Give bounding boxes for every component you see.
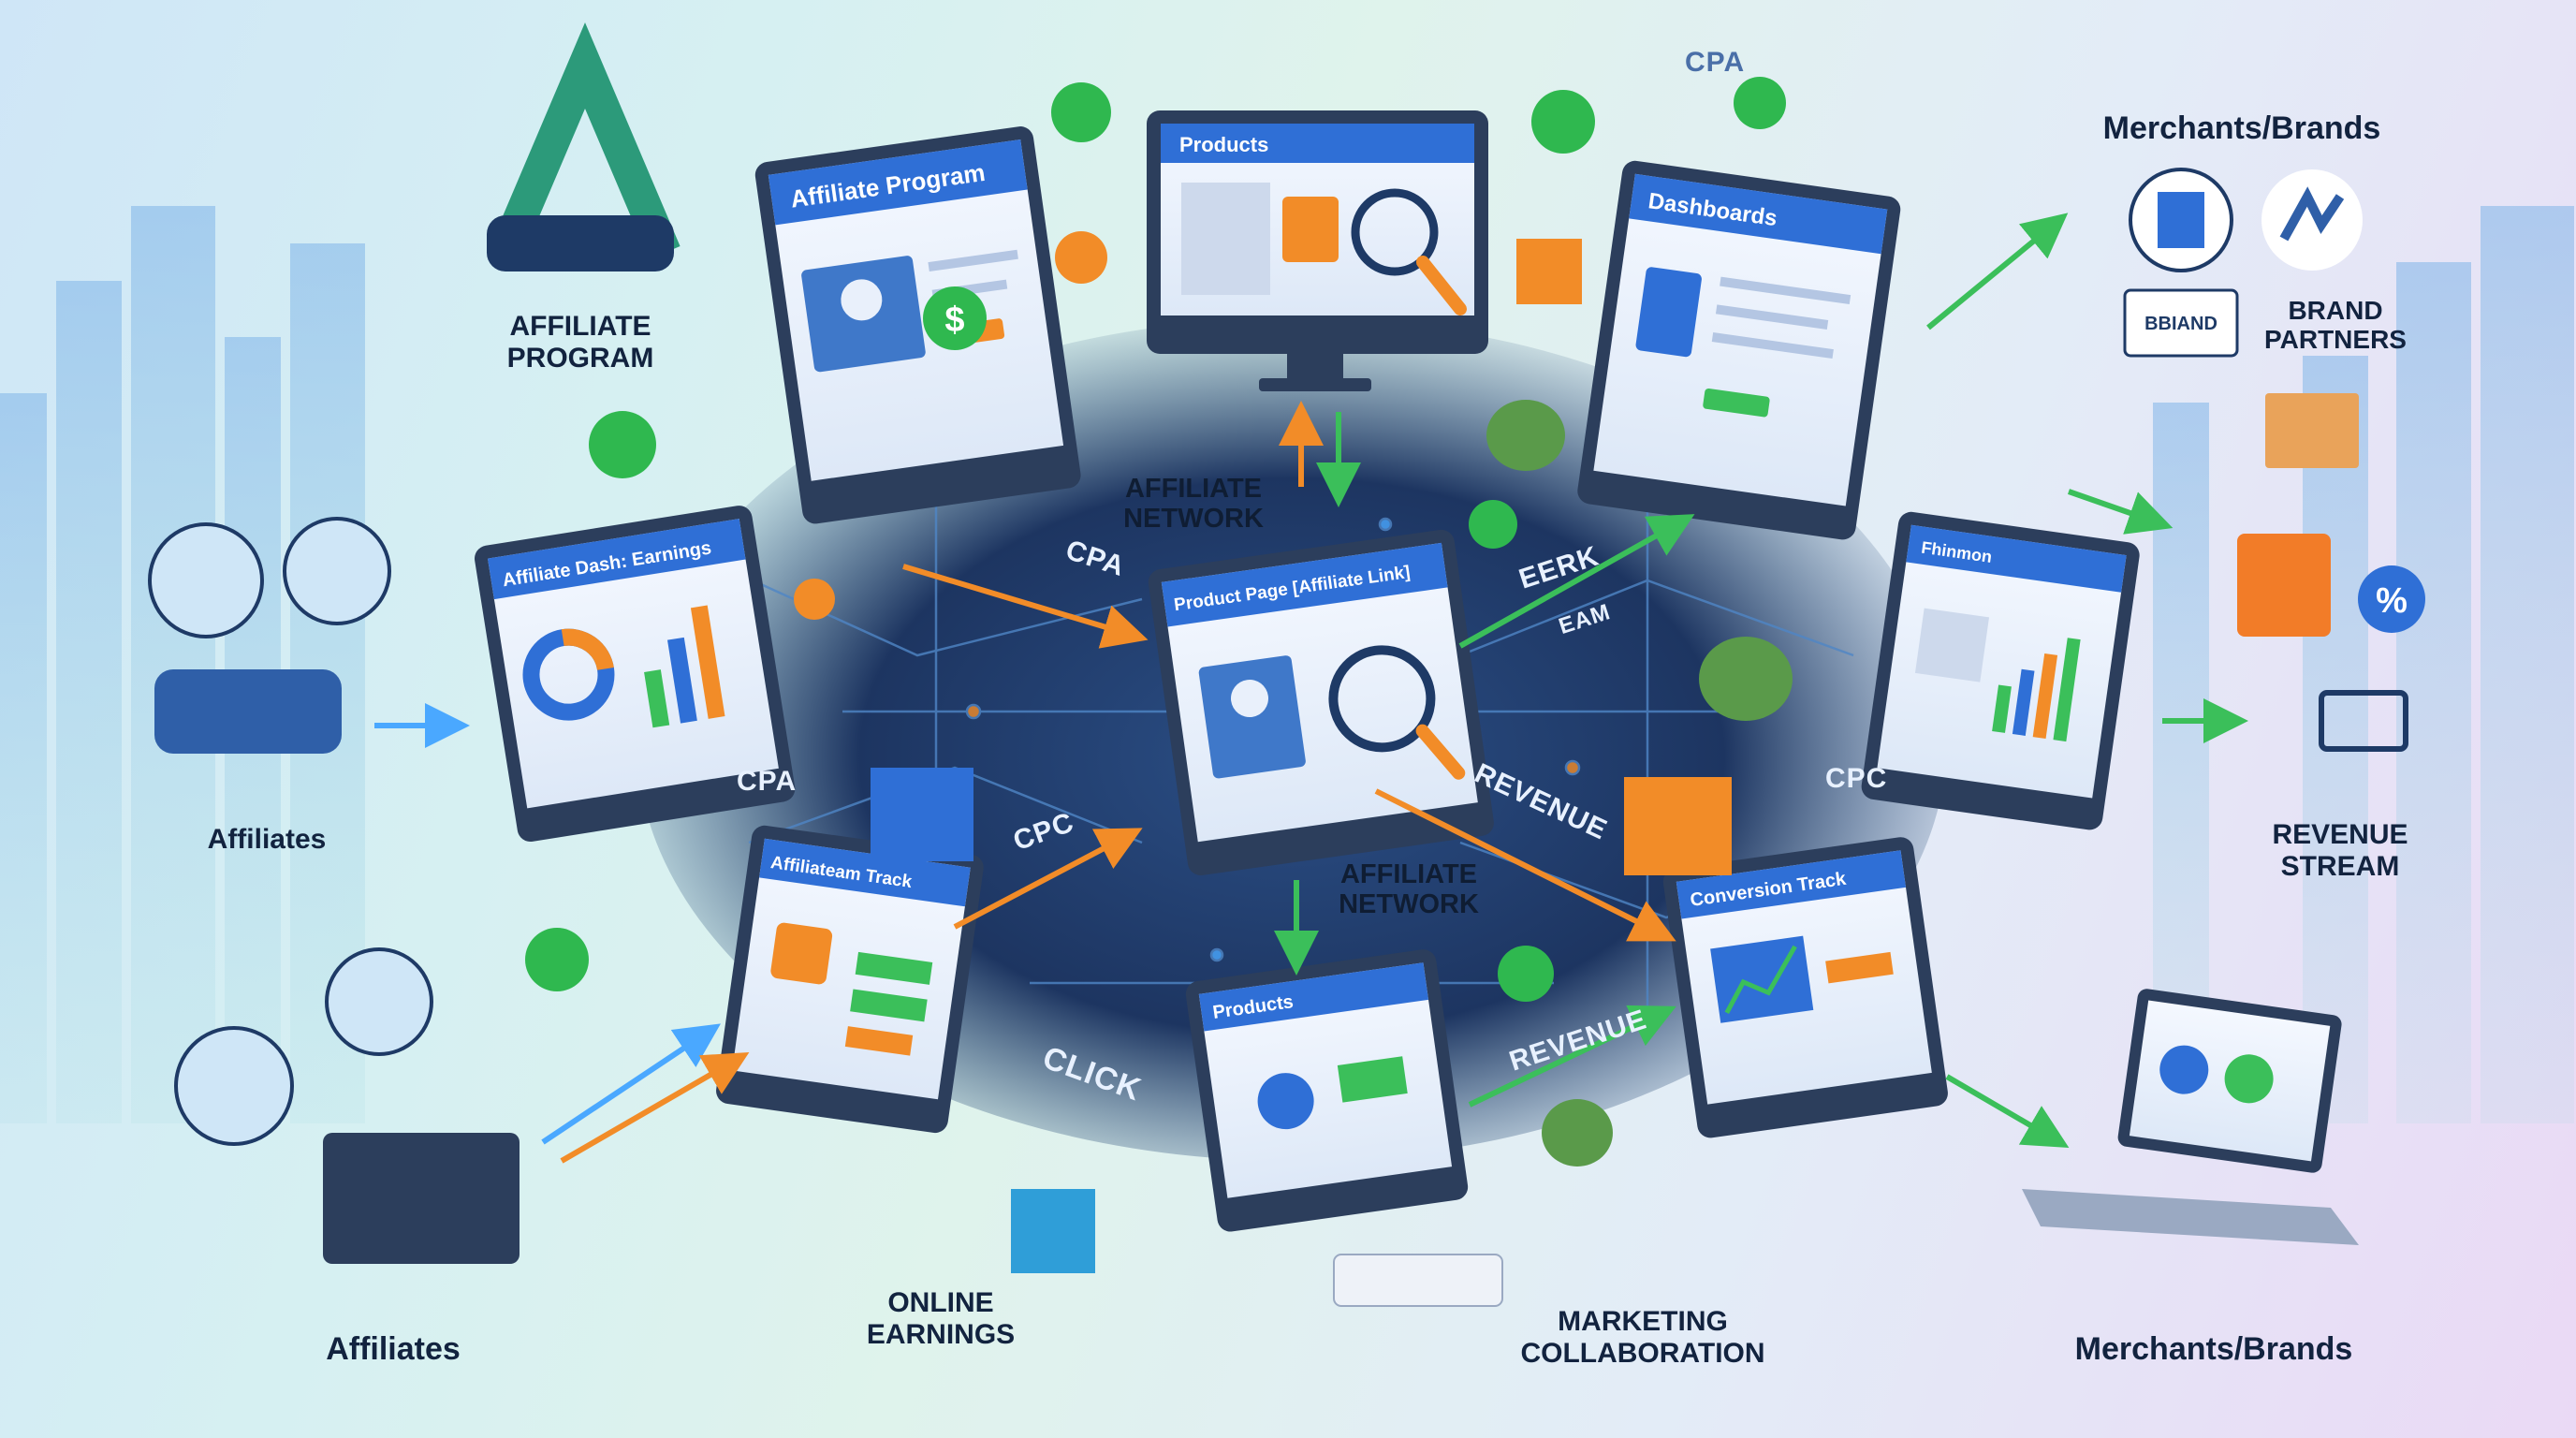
- label-affiliate-network-top: AFFILIATE NETWORK: [1123, 474, 1264, 535]
- city-skyline-right: [2153, 206, 2574, 1133]
- flow-label-cpc-2: CPC: [1825, 763, 1888, 794]
- monitor-dashboards: Dashboards: [1577, 160, 1901, 540]
- keyboard: [1333, 1254, 1503, 1307]
- dollar-coin-icon: [1055, 231, 1107, 284]
- gift-box-icon: [1011, 1189, 1095, 1273]
- label-brand-partners: BRAND PARTNERS: [2264, 296, 2407, 355]
- shopping-bag-icon: [1635, 267, 1702, 358]
- monitor-right: Fhinmon: [1861, 511, 2140, 830]
- dollar-coin-icon: [1498, 946, 1554, 1002]
- magnifier-icon: [1328, 645, 1436, 753]
- monitor-products-bottom: Products: [1185, 949, 1503, 1307]
- percent-icon: [2358, 565, 2425, 633]
- monitor-affiliate-dash: Affiliate Dash: Earnings: [475, 506, 796, 843]
- affiliate-program-logo: [487, 22, 681, 271]
- monitor-product-page: Product Page [Affiliate Link]: [1148, 529, 1494, 875]
- brand-box-logo: [2123, 288, 2239, 358]
- monitor-affiliate-program: Affiliate Program $: [754, 126, 1081, 524]
- decor-gifts: [871, 239, 1732, 1273]
- laptop: [323, 1133, 520, 1264]
- label-revenue-stream: REVENUE STREAM: [2272, 819, 2408, 882]
- shopping-bag-icon: [1282, 197, 1339, 262]
- monitor-products-top: Products: [1147, 110, 1488, 391]
- money-bag-icon: [1542, 1099, 1613, 1167]
- shopping-cart-icon: [1914, 608, 1990, 682]
- decor-coins: [525, 77, 1786, 1002]
- label-affiliate-network-center: AFFILIATE NETWORK: [1339, 859, 1479, 920]
- dollar-coin-icon: [1051, 82, 1111, 142]
- flow-label-cpa-2: CPA: [737, 766, 798, 797]
- dollar-coin-icon: [1531, 90, 1595, 154]
- magnifier-icon: [1351, 188, 1439, 276]
- dollar-coin-icon: [525, 928, 589, 991]
- shopping-bag-icon: [2237, 534, 2331, 637]
- screen-title-products-top: Products: [1179, 133, 1268, 156]
- dollar-coin-icon: [1469, 500, 1517, 549]
- package-box-icon: [2265, 393, 2359, 468]
- brand-box-text: BBIAND: [2144, 314, 2217, 334]
- affiliate-people-bottom: [174, 947, 520, 1264]
- svg-text:%: %: [2376, 581, 2408, 621]
- city-skyline-left: [0, 206, 365, 1123]
- dollar-coin-icon: [589, 411, 656, 478]
- handshake-icon: [487, 215, 674, 271]
- label-merchants-top: Merchants/Brands: [2102, 110, 2381, 146]
- affiliate-people-top: [148, 517, 391, 754]
- decor-money-bags: [1486, 400, 1793, 1167]
- brand-logo: [2261, 169, 2363, 271]
- handshake-icon: [154, 669, 342, 754]
- label-affiliates-bottom: Affiliates: [326, 1331, 461, 1367]
- merchant-logos: BBIAND %: [2123, 168, 2425, 752]
- monitor-conversion-track: Conversion Track: [1662, 837, 1948, 1138]
- money-bag-icon: [1486, 400, 1565, 471]
- laptop-bottom-right: [2022, 989, 2359, 1245]
- decor-orange-coins: [794, 231, 1107, 620]
- dollar-coin-icon: [794, 579, 835, 620]
- label-affiliates-top: Affiliates: [207, 824, 327, 855]
- avatar: [174, 1026, 294, 1146]
- label-online-earnings: ONLINE EARNINGS: [866, 1287, 1016, 1350]
- svg-text:$: $: [944, 301, 964, 340]
- dollar-coin-icon: [923, 286, 987, 350]
- gift-box-icon: [871, 768, 973, 861]
- avatar: [325, 947, 433, 1056]
- label-merchants-bottom: Merchants/Brands: [2074, 1331, 2353, 1367]
- flow-label-cpa-3: CPA: [1685, 47, 1746, 78]
- monitor-affiliate-track: Affiliateam Track: [716, 825, 984, 1134]
- gift-box-icon: [1624, 777, 1732, 875]
- avatar: [283, 517, 391, 625]
- avatar: [148, 522, 264, 638]
- label-affiliate-program: AFFILIATE PROGRAM: [506, 311, 654, 374]
- flow-arrows: [374, 213, 2248, 1164]
- shopping-cart-icon: [2319, 690, 2408, 752]
- gift-box-icon: [1516, 239, 1582, 304]
- label-marketing-collaboration: MARKETING COLLABORATION: [1520, 1306, 1765, 1369]
- money-bag-icon: [1699, 637, 1793, 721]
- dollar-coin-icon: [1734, 77, 1786, 129]
